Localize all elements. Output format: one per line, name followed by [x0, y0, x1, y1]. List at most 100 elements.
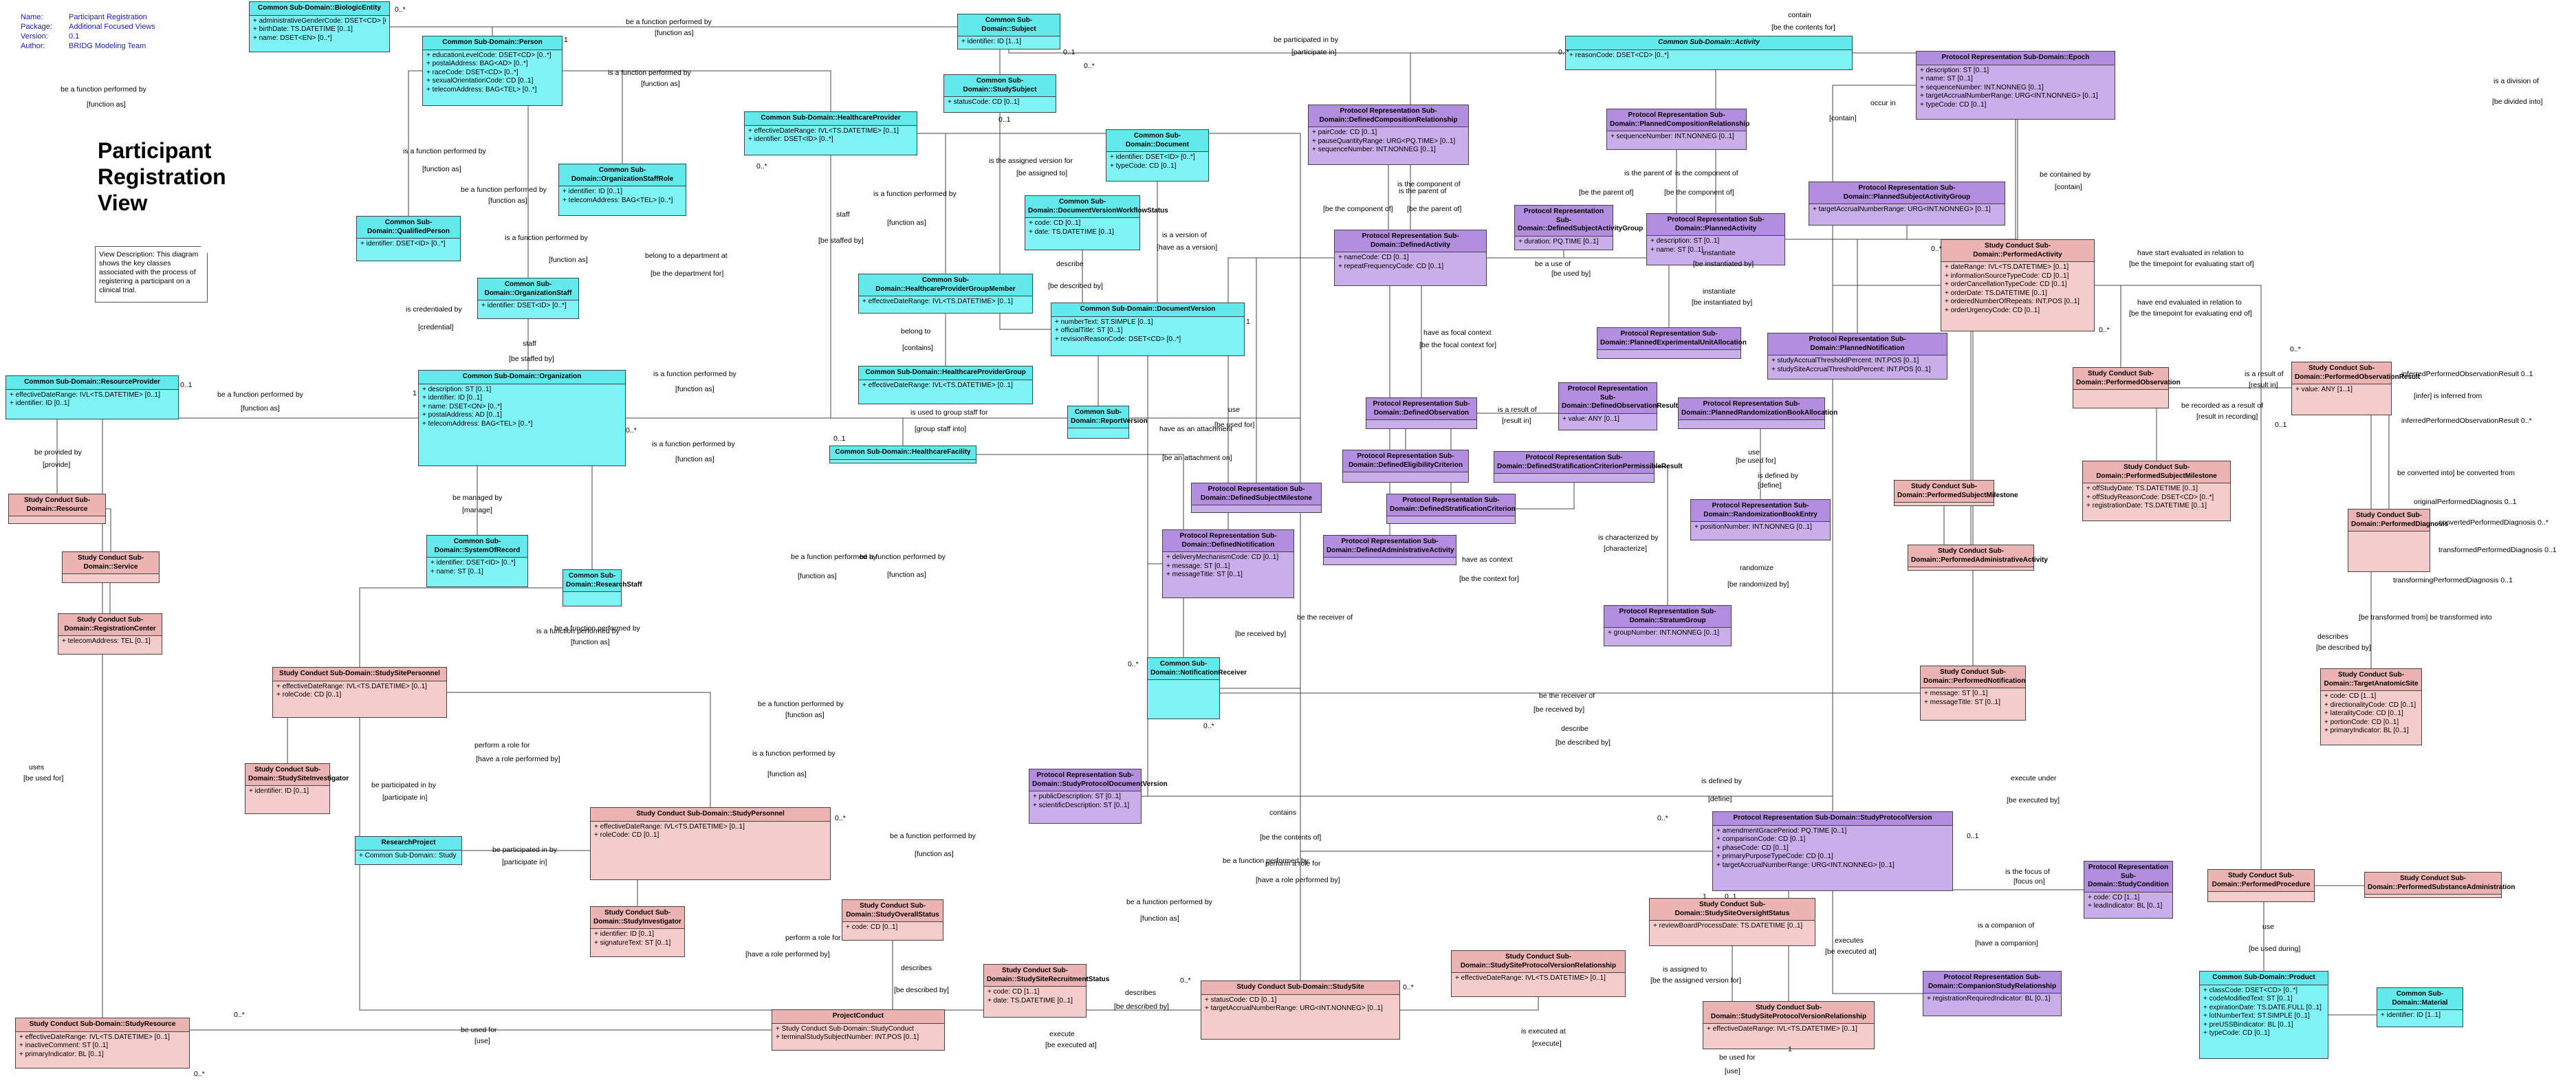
class-notifreceiver[interactable]: Common Sub-Domain::NotificationReceiver [1147, 657, 1247, 719]
class-perfproc[interactable]: Study Conduct Sub-Domain::PerformedProce… [2207, 869, 2315, 902]
class-perfsubjmsbox[interactable]: Study Conduct Sub-Domain::PerformedSubje… [1894, 480, 2018, 506]
class-dstratperm[interactable]: Protocol Representation Sub-Domain::Defi… [1494, 451, 1683, 483]
class-definedcomp[interactable]: Protocol Representation Sub-Domain::Defi… [1308, 105, 1469, 165]
class-attribute: identifier: DSET<ID> [0..*] [1110, 153, 1205, 162]
class-ssrecruitstatus[interactable]: Study Conduct Sub-Domain::StudySiteRecru… [983, 964, 1109, 1018]
class-performedactivity[interactable]: Study Conduct Sub-Domain::PerformedActiv… [1941, 239, 2095, 331]
class-attributes: deliveryMechanismCode: CD [0..1]message:… [1163, 552, 1294, 581]
association-label: [be the assigned version for] [1650, 976, 1741, 985]
class-perfdiag[interactable]: Study Conduct Sub-Domain::PerformedDiagn… [2348, 509, 2448, 572]
class-dsubjms[interactable]: Protocol Representation Sub-Domain::Defi… [1191, 483, 1322, 513]
class-compstudyrel[interactable]: Protocol Representation Sub-Domain::Comp… [1923, 971, 2062, 1016]
view-description-note: View Description: This diagram shows the… [95, 246, 208, 303]
class-document[interactable]: Common Sub-Domain::Documentidentifier: D… [1106, 129, 1209, 182]
class-dnotif[interactable]: Protocol Representation Sub-Domain::Defi… [1162, 529, 1294, 598]
class-attribute: messageTitle: ST [0..1] [1924, 699, 2022, 708]
class-title: Study Conduct Sub-Domain::StudySiteInves… [245, 764, 349, 786]
class-person[interactable]: Common Sub-Domain::PersoneducationLevelC… [422, 36, 563, 106]
class-studycondition[interactable]: Protocol Representation Sub-Domain::Stud… [2084, 861, 2173, 919]
class-psag[interactable]: Protocol Representation Sub-Domain::Plan… [1809, 182, 2005, 226]
class-service[interactable]: Study Conduct Sub-Domain::Service [62, 551, 160, 583]
class-hcpgroup[interactable]: Common Sub-Domain::HealthcareProviderGro… [858, 366, 1033, 404]
class-orgstaff[interactable]: Common Sub-Domain::OrganizationStaffiden… [477, 278, 579, 319]
class-studyprotocolversion[interactable]: Protocol Representation Sub-Domain::Stud… [1712, 811, 1953, 891]
class-title: Common Sub-Domain::NotificationReceiver [1148, 658, 1247, 680]
class-researchstaff[interactable]: Common Sub-Domain::ResearchStaff [563, 569, 642, 606]
class-researchproject[interactable]: ResearchProjectCommon Sub-Domain:: Study [355, 836, 462, 865]
association-label: describes [2317, 633, 2348, 641]
class-studyprotocoldocversion[interactable]: Protocol Representation Sub-Domain::Stud… [1029, 769, 1168, 824]
class-studysubject[interactable]: Common Sub-Domain::StudySubjectstatusCod… [943, 74, 1056, 113]
association-label: [result in] [2249, 381, 2278, 389]
class-docversionstatus[interactable]: Common Sub-Domain::DocumentVersionWorkfl… [1025, 195, 1168, 250]
class-dstratcrit[interactable]: Protocol Representation Sub-Domain::Defi… [1386, 494, 1516, 524]
class-subject[interactable]: Common Sub-Domain::Subjectidentifier: ID… [957, 14, 1060, 50]
class-attribute: Common Sub-Domain:: Study [359, 852, 458, 861]
class-regcenter[interactable]: Study Conduct Sub-Domain::RegistrationCe… [58, 613, 162, 655]
class-orgaffil[interactable]: Common Sub-Domain::OrganizationStaffRole… [558, 164, 686, 216]
class-healthcarefacility[interactable]: Common Sub-Domain::HealthcareFacility [829, 446, 976, 463]
class-healthcareprovider[interactable]: Common Sub-Domain::HealthcareProvidereff… [744, 111, 917, 155]
class-studypersonnel[interactable]: Study Conduct Sub-Domain::StudyPersonnel… [590, 807, 831, 880]
class-dobsresult[interactable]: Protocol Representation Sub-Domain::Defi… [1558, 382, 1678, 430]
class-attributes: code: CD [1..1]date: TS.DATETIME [0..1] [984, 987, 1086, 1007]
class-hcpgroupmember[interactable]: Common Sub-Domain::HealthcareProviderGro… [858, 274, 1033, 314]
class-perfsubstance[interactable]: Study Conduct Sub-Domain::PerformedSubst… [2364, 872, 2515, 898]
class-perfobsresult[interactable]: Study Conduct Sub-Domain::PerformedObser… [2291, 362, 2420, 415]
class-perfobs[interactable]: Study Conduct Sub-Domain::PerformedObser… [2073, 367, 2181, 408]
class-title: Protocol Representation Sub-Domain::Rand… [1691, 500, 1830, 522]
class-resource[interactable]: Study Conduct Sub-Domain::Resource [8, 494, 106, 524]
class-definedactivity[interactable]: Protocol Representation Sub-Domain::Defi… [1334, 230, 1487, 286]
class-studyresource[interactable]: Study Conduct Sub-Domain::StudyResourcee… [15, 1018, 190, 1068]
class-spvrel[interactable]: Study Conduct Sub-Domain::StudySiteProto… [1451, 950, 1626, 997]
class-sysofrecord[interactable]: Common Sub-Domain::SystemOfRecordidentif… [426, 535, 528, 587]
class-studyoverallstatus[interactable]: Study Conduct Sub-Domain::StudyOverallSt… [842, 899, 943, 941]
class-ssoversight[interactable]: Study Conduct Sub-Domain::StudySiteOvers… [1649, 898, 1815, 946]
class-deligcrit[interactable]: Protocol Representation Sub-Domain::Defi… [1342, 450, 1469, 483]
association-label: staff [836, 210, 850, 219]
class-projectconduct[interactable]: ProjectConductStudy Conduct Sub-Domain::… [772, 1009, 945, 1051]
class-pnotif[interactable]: Protocol Representation Sub-Domain::Plan… [1767, 333, 1947, 380]
class-studyinvestigator[interactable]: Study Conduct Sub-Domain::StudyInvestiga… [590, 906, 685, 957]
class-ssinvestigator[interactable]: Study Conduct Sub-Domain::StudySiteInves… [245, 763, 349, 814]
class-title: Common Sub-Domain::Product [2200, 972, 2328, 985]
class-prandbook[interactable]: Protocol Representation Sub-Domain::Plan… [1678, 397, 1837, 429]
association-label: randomize [1740, 564, 1774, 572]
class-dobs[interactable]: Protocol Representation Sub-Domain::Defi… [1366, 397, 1477, 429]
class-randbook[interactable]: Protocol Representation Sub-Domain::Rand… [1690, 499, 1831, 540]
class-plannedcomp[interactable]: Protocol Representation Sub-Domain::Plan… [1606, 109, 1749, 150]
association-label: [be used for] [23, 774, 64, 782]
association-label: be a function performed by [860, 553, 946, 561]
class-perfnotif[interactable]: Study Conduct Sub-Domain::PerformedNotif… [1920, 666, 2026, 721]
class-epoch[interactable]: Protocol Representation Sub-Domain::Epoc… [1916, 51, 2115, 120]
class-material[interactable]: Common Sub-Domain::Materialidentifier: I… [2377, 987, 2463, 1027]
class-dsag[interactable]: Protocol Representation Sub-Domain::Defi… [1514, 205, 1643, 250]
class-resourceprovider[interactable]: Common Sub-Domain::ResourceProvidereffec… [6, 375, 179, 419]
class-dadmin[interactable]: Protocol Representation Sub-Domain::Defi… [1323, 535, 1456, 565]
class-studysite[interactable]: Study Conduct Sub-Domain::StudySitestatu… [1201, 980, 1400, 1040]
class-organization[interactable]: Common Sub-Domain::Organizationdescripti… [418, 370, 626, 466]
class-stratgroup[interactable]: Protocol Representation Sub-Domain::Stra… [1604, 605, 1732, 646]
class-attributes: effectiveDateRange: IVL<TS.DATETIME> [0.… [859, 296, 1032, 308]
class-perfadmin[interactable]: Study Conduct Sub-Domain::PerformedAdmin… [1908, 545, 2048, 571]
class-studysitepersonnel[interactable]: Study Conduct Sub-Domain::StudySitePerso… [272, 667, 447, 718]
class-qualifiedperson[interactable]: Common Sub-Domain::QualifiedPersonidenti… [356, 216, 461, 261]
class-attributes: Study Conduct Sub-Domain::StudyConductte… [772, 1024, 944, 1044]
class-attribute: effectiveDateRange: IVL<TS.DATETIME> [0.… [594, 823, 827, 832]
association-label: belong to [901, 327, 931, 336]
class-docversion[interactable]: Common Sub-Domain::DocumentVersionnumber… [1051, 303, 1245, 356]
class-title: Common Sub-Domain::Document [1106, 130, 1208, 152]
class-perfsubjms[interactable]: Study Conduct Sub-Domain::PerformedSubje… [2082, 461, 2231, 521]
class-reportversion[interactable]: Common Sub-Domain::ReportVersion [1067, 406, 1148, 439]
class-pexpunit[interactable]: Protocol Representation Sub-Domain::Plan… [1597, 327, 1747, 359]
class-product[interactable]: Common Sub-Domain::ProductclassCode: DSE… [2199, 971, 2328, 1059]
class-plannedactivity[interactable]: Protocol Representation Sub-Domain::Plan… [1646, 213, 1785, 265]
class-title: Common Sub-Domain::Subject [958, 14, 1060, 36]
class-ssprotocolrel[interactable]: Study Conduct Sub-Domain::StudySiteProto… [1703, 1001, 1875, 1049]
class-attribute: pairCode: CD [0..1] [1312, 129, 1465, 138]
class-biologic[interactable]: Common Sub-Domain::BiologicEntityadminis… [249, 1, 390, 52]
class-attributes: duration: PQ.TIME [0..1] [1515, 237, 1613, 248]
class-activity[interactable]: Common Sub-Domain::ActivityreasonCode: D… [1565, 36, 1853, 70]
association-label: [be the timepoint for evaluating end of] [2129, 309, 2252, 318]
class-targetanat[interactable]: Study Conduct Sub-Domain::TargetAnatomic… [2320, 668, 2422, 745]
